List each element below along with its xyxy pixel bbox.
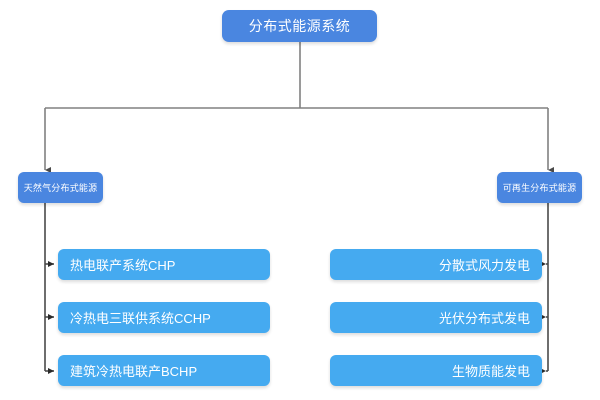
leaf-node-cchp[interactable]: 冷热电三联供系统CCHP xyxy=(58,302,270,333)
leaf-node-label: 生物质能发电 xyxy=(451,364,530,379)
root-node[interactable]: 分布式能源系统 xyxy=(222,10,377,42)
branch-node-natural-gas[interactable]: 天然气分布式能源 xyxy=(18,172,103,203)
leaf-node-label: 光伏分布式发电 xyxy=(438,311,530,326)
root-node-label: 分布式能源系统 xyxy=(248,18,351,34)
leaf-node-label: 建筑冷热电联产BCHP xyxy=(70,364,198,379)
leaf-node-distributed-wind[interactable]: 分散式风力发电 xyxy=(330,249,542,280)
leaf-node-biomass[interactable]: 生物质能发电 xyxy=(330,355,542,386)
branch-node-renewable[interactable]: 可再生分布式能源 xyxy=(497,172,582,203)
leaf-node-label: 分散式风力发电 xyxy=(438,258,530,273)
branch-node-label: 天然气分布式能源 xyxy=(23,183,98,193)
leaf-node-label: 热电联产系统CHP xyxy=(70,258,176,273)
leaf-node-chp[interactable]: 热电联产系统CHP xyxy=(58,249,270,280)
leaf-node-label: 冷热电三联供系统CCHP xyxy=(70,311,211,326)
leaf-node-distributed-pv[interactable]: 光伏分布式发电 xyxy=(330,302,542,333)
leaf-node-bchp[interactable]: 建筑冷热电联产BCHP xyxy=(58,355,270,386)
branch-node-label: 可再生分布式能源 xyxy=(502,183,577,193)
